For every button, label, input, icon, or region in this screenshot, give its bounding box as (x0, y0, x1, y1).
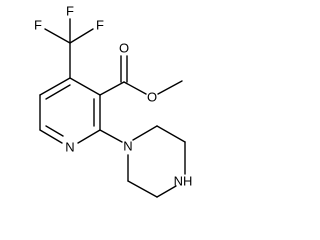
bond-cf3-f-right (69, 28, 94, 44)
atom-n-piperazine: N (123, 139, 132, 154)
bond-n1-c6-inner (45, 125, 64, 137)
bond-c2-npip (99, 129, 123, 143)
bond-c5-c4 (39, 77, 71, 96)
bond-oester-methyl (157, 80, 183, 95)
bond-c5-c4-inner (45, 84, 71, 100)
bond-carbonyl-oester (123, 81, 147, 95)
bond-c3-carbonyl (99, 81, 125, 96)
atom-f-left: F (34, 18, 42, 33)
atom-f-top: F (66, 4, 74, 19)
atom-labels: F F F O O N N NH (34, 4, 192, 189)
bond-ca-cb (156, 125, 186, 143)
atom-f-right: F (96, 18, 104, 33)
atom-nh-piperazine: NH (174, 174, 193, 189)
bond-cc-cd (127, 180, 158, 198)
bond-cf3-f-left (44, 28, 71, 44)
atom-o-carbonyl: O (119, 41, 129, 56)
molecule-structure: F F F O O N N NH (34, 4, 192, 198)
bond-nh-cc (156, 185, 177, 198)
bond-n1-c6 (39, 129, 63, 144)
bond-c2-n1 (77, 129, 101, 144)
bonds (39, 18, 186, 198)
bond-npip-ca (132, 125, 158, 141)
bond-c4-c3 (69, 77, 101, 96)
atom-o-ester: O (147, 90, 157, 105)
atom-n-pyridine: N (65, 140, 74, 155)
